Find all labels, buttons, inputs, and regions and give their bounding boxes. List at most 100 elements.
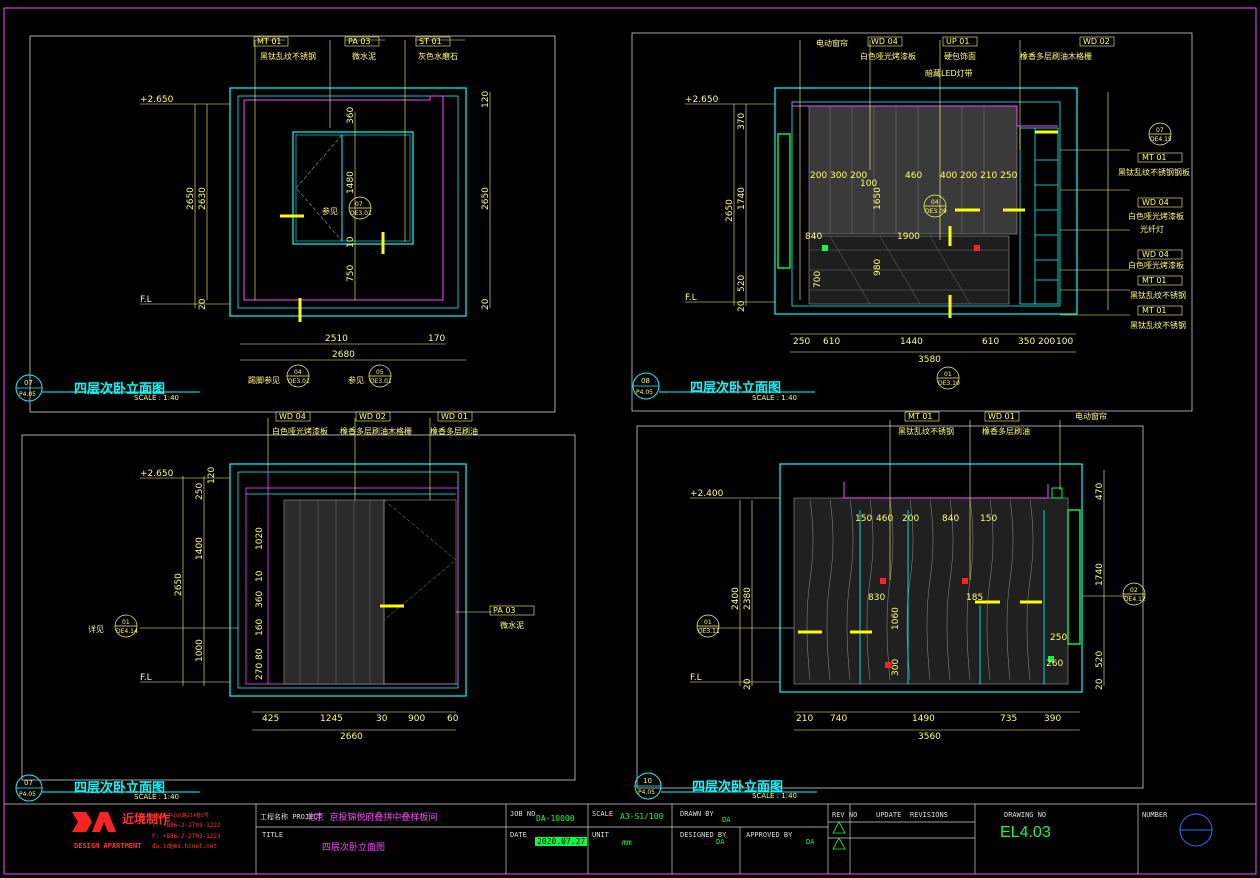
svg-text:白色哑光烤漆板: 白色哑光烤漆板 <box>1128 260 1184 270</box>
drawing-no-label: DRAWING NO <box>1004 811 1047 819</box>
svg-text:黑钛乱纹不锈钢: 黑钛乱纹不锈钢 <box>260 51 316 61</box>
svg-text:DE3.01: DE3.01 <box>288 378 310 385</box>
svg-text:WD 04: WD 04 <box>1142 198 1169 207</box>
svg-text:白色哑光烤漆板: 白色哑光烤漆板 <box>1128 211 1184 221</box>
svg-text:1245: 1245 <box>320 714 343 724</box>
svg-text:05: 05 <box>376 369 384 376</box>
svg-text:20: 20 <box>737 300 747 312</box>
svg-text:光纤灯: 光纤灯 <box>1140 224 1164 234</box>
date-label: DATE <box>510 831 527 839</box>
svg-text:2380: 2380 <box>743 587 753 610</box>
svg-text:2650: 2650 <box>174 573 184 596</box>
svg-text:2660: 2660 <box>340 732 363 742</box>
svg-text:2400: 2400 <box>731 587 741 610</box>
title-block <box>4 803 1256 874</box>
logo-text: DESIGN APARTMENT <box>74 842 142 850</box>
svg-text:250: 250 <box>195 483 205 500</box>
svg-text:200 300 200: 200 300 200 <box>810 171 868 181</box>
svg-text:2650: 2650 <box>481 187 491 210</box>
svg-text:04: 04 <box>294 369 302 376</box>
svg-text:350: 350 <box>1018 337 1035 347</box>
svg-text:WD 04: WD 04 <box>279 412 306 421</box>
svg-text:200: 200 <box>902 514 919 524</box>
sheet-frame <box>3 7 1257 875</box>
svg-text:UP 01: UP 01 <box>946 37 969 46</box>
revisions-label: REVISIONS <box>910 811 948 819</box>
svg-text:01: 01 <box>704 619 712 626</box>
company-tel: T: +886-2-2703-1222 <box>152 822 221 829</box>
svg-text:MT 01: MT 01 <box>1142 153 1167 162</box>
company-logo <box>72 812 116 832</box>
svg-text:120: 120 <box>207 467 217 484</box>
scale-label: SCALE <box>592 810 614 818</box>
view-scale-08: SCALE : 1:40 <box>752 394 797 402</box>
svg-text:3580: 3580 <box>918 355 941 365</box>
company-email: da.id@ms.hinet.net <box>152 843 218 850</box>
svg-text:100: 100 <box>860 179 877 189</box>
view-title-07b: 四层次卧立面图 <box>74 781 166 796</box>
view-scale-07a: SCALE : 1:40 <box>134 394 179 402</box>
svg-text:DE4.15: DE4.15 <box>1150 136 1172 143</box>
scale-value: A3-S1/100 <box>620 812 664 821</box>
svg-text:电动窗帘: 电动窗帘 <box>816 38 848 48</box>
svg-text:1060: 1060 <box>891 607 901 630</box>
svg-text:橡香多层刷油木格栅: 橡香多层刷油木格栅 <box>340 426 412 436</box>
svg-text:WD 02: WD 02 <box>1083 37 1110 46</box>
level-top-07a: +2.650 <box>140 95 174 105</box>
svg-text:01: 01 <box>944 371 952 378</box>
svg-text:DE4.14: DE4.14 <box>116 628 138 635</box>
svg-text:PA 03: PA 03 <box>493 606 516 615</box>
svg-text:灰色水磨石: 灰色水磨石 <box>418 51 458 61</box>
svg-text:425: 425 <box>262 714 279 724</box>
svg-text:400 200 210 250: 400 200 210 250 <box>940 171 1018 181</box>
svg-text:参见: 参见 <box>348 375 364 385</box>
company-fax: F: +886-2-2703-1223 <box>152 833 221 840</box>
view-bubble-top-08: 08 <box>641 377 650 385</box>
svg-text:210: 210 <box>796 714 813 724</box>
svg-text:470: 470 <box>1095 483 1105 500</box>
svg-text:250: 250 <box>1050 633 1067 643</box>
svg-text:PA 03: PA 03 <box>348 37 371 46</box>
company-address: 台北市中山北路214巷3号 <box>152 813 210 819</box>
svg-text:360: 360 <box>346 107 356 124</box>
project-label: 工程名称 PROJECT <box>260 813 322 821</box>
svg-text:370: 370 <box>737 113 747 130</box>
view-title-07a: 四层次卧立面图 <box>74 382 166 397</box>
svg-text:WD 01: WD 01 <box>988 412 1015 421</box>
svg-text:07: 07 <box>1156 127 1164 134</box>
svg-text:1480: 1480 <box>346 171 356 194</box>
svg-text:微水泥: 微水泥 <box>500 620 524 630</box>
svg-text:2680: 2680 <box>332 350 355 360</box>
svg-text:1490: 1490 <box>912 714 935 724</box>
svg-text:橡香多层刷油木格栅: 橡香多层刷油木格栅 <box>1020 51 1092 61</box>
svg-text:20: 20 <box>198 298 208 310</box>
svg-text:参见: 参见 <box>322 206 338 216</box>
sheet-title: 四层次卧立面图 <box>322 843 386 853</box>
svg-text:20: 20 <box>1095 678 1105 690</box>
svg-text:DE3.01: DE3.01 <box>350 210 372 217</box>
svg-text:1650: 1650 <box>873 187 883 210</box>
svg-text:300: 300 <box>891 659 901 676</box>
svg-text:MT 01: MT 01 <box>257 37 282 46</box>
svg-text:F.L: F.L <box>685 293 697 303</box>
svg-text:硬包饰面: 硬包饰面 <box>944 51 976 61</box>
svg-text:F.L: F.L <box>690 673 702 683</box>
view-scale-10: SCALE : 1:40 <box>752 792 797 800</box>
svg-text:1740: 1740 <box>737 187 747 210</box>
svg-text:20: 20 <box>743 678 753 690</box>
svg-text:260: 260 <box>1046 659 1063 669</box>
svg-text:白色哑光烤漆板: 白色哑光烤漆板 <box>272 426 328 436</box>
svg-text:1000: 1000 <box>195 639 205 662</box>
svg-text:WD 04: WD 04 <box>871 37 898 46</box>
svg-text:黑钛乱纹不锈钢: 黑钛乱纹不锈钢 <box>1130 290 1186 300</box>
designed-by-label: DESIGNED BY <box>680 831 727 839</box>
svg-text:10: 10 <box>255 570 265 582</box>
svg-text:WD 02: WD 02 <box>359 412 386 421</box>
svg-text:F.L: F.L <box>140 295 152 305</box>
svg-text:微水泥: 微水泥 <box>352 51 376 61</box>
svg-text:740: 740 <box>830 714 847 724</box>
unit-label: UNIT <box>592 831 609 839</box>
